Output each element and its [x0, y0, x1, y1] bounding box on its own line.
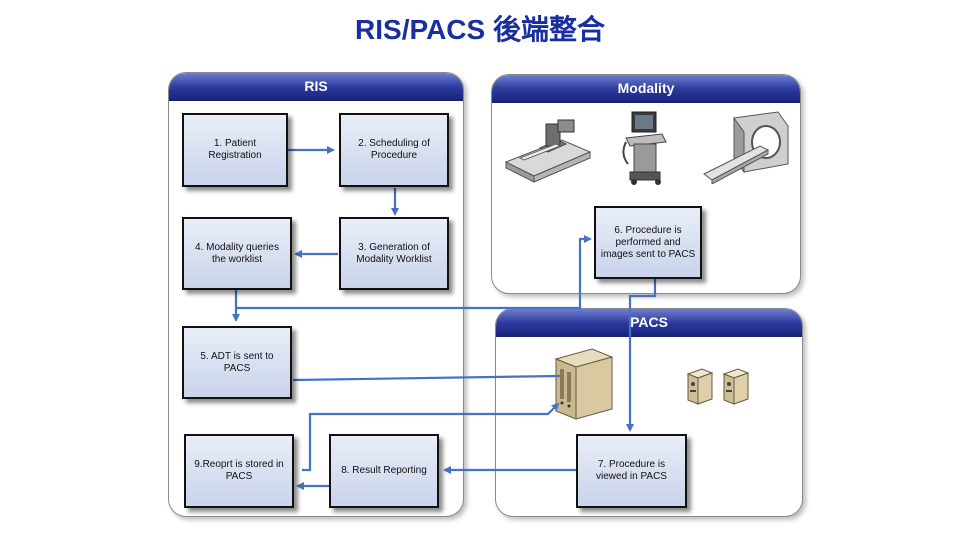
workstation-icon — [686, 368, 750, 405]
ris-panel-header: RIS — [169, 73, 463, 101]
step-8-label: 8. Result Reporting — [341, 465, 427, 476]
arrow-6-to-7 — [626, 278, 657, 432]
step-7-box: 7. Procedure is viewed in PACS — [576, 434, 687, 508]
step-1-label: 1. Patient Registration — [208, 138, 262, 161]
step-3-label: 3. Generation of Modality Worklist — [356, 241, 432, 265]
step-2-label: 2. Scheduling of Procedure — [358, 138, 430, 161]
step-9-label: 9.Reoprt is stored in PACS — [194, 459, 284, 482]
step-5-box: 5. ADT is sent to PACS — [182, 326, 292, 399]
step-3-box: 3. Generation of Modality Worklist — [339, 217, 449, 290]
step-1-box: 1. Patient Registration — [182, 113, 288, 187]
step-5-label: 5. ADT is sent to PACS — [200, 350, 274, 374]
pacs-panel-header: PACS — [496, 309, 802, 337]
arrow-worklist-to-6 — [236, 235, 592, 310]
ct-scanner-icon — [703, 111, 789, 184]
arrow-9-to-server — [302, 402, 560, 472]
step-7-label: 7. Procedure is viewed in PACS — [596, 459, 667, 482]
ultrasound-machine-icon — [622, 111, 667, 185]
page-title: RIS/PACS 後端整合 — [355, 14, 605, 45]
modality-panel-header: Modality — [492, 75, 800, 103]
step-2-box: 2. Scheduling of Procedure — [339, 113, 449, 187]
arrow-5-to-server — [292, 374, 561, 382]
step-6-label: 6. Procedure is performed and images sen… — [600, 224, 696, 260]
step-9-box: 9.Reoprt is stored in PACS — [184, 434, 294, 508]
modality-panel: Modality — [491, 74, 801, 294]
step-6-box: 6. Procedure is performed and images sen… — [594, 206, 702, 279]
step-4-box: 4. Modality queries the worklist — [182, 217, 292, 290]
step-4-label: 4. Modality queries the worklist — [195, 241, 279, 265]
step-8-box: 8. Result Reporting — [329, 434, 439, 508]
server-rack-icon — [554, 348, 614, 420]
radiography-table-icon — [504, 119, 592, 183]
